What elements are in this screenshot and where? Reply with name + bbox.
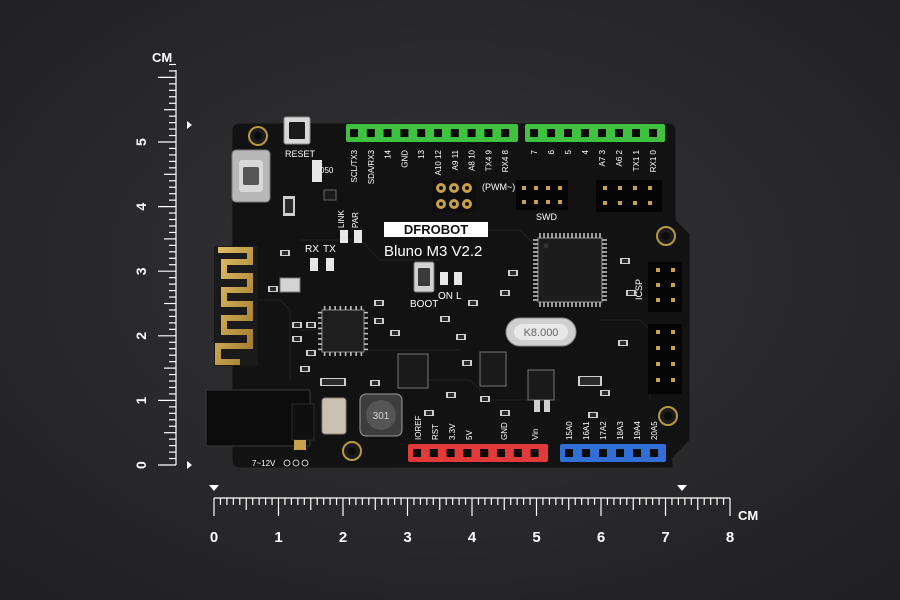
uart-jumper-header — [596, 180, 662, 212]
tx-label: TX — [323, 244, 336, 255]
swd-header — [516, 180, 568, 210]
analog-header — [560, 444, 666, 462]
vertical-ruler-unit: CM — [152, 50, 172, 65]
pin-label: 19A4 — [633, 421, 642, 440]
pin-label: SDA/RX3 — [367, 149, 376, 184]
digital-pin-labels-left: SCL/TX3 SDA/RX3 14 GND 13 A10 12 A9 11 A8 10 TX4… — [350, 149, 510, 184]
pin-label: TX1 1 — [632, 149, 641, 171]
smd-components — [268, 250, 636, 418]
horizontal-tick-label: 5 — [532, 529, 540, 546]
mounting-holes — [248, 126, 678, 461]
rx-label: RX — [305, 244, 319, 255]
pin-label: 14 — [384, 149, 393, 158]
inductor: 301 — [359, 393, 403, 437]
pwm-jumper-pads — [432, 180, 476, 212]
horizontal-tick-label: 7 — [661, 529, 669, 546]
vertical-tick-label: 0 — [133, 461, 149, 469]
horizontal-ruler-unit: CM — [738, 508, 758, 523]
lower-right-header — [648, 324, 682, 394]
pin-label: A8 10 — [468, 149, 477, 170]
pin-label: GND — [500, 422, 509, 440]
pin-label: 13 — [417, 149, 426, 158]
par-label: PAR — [351, 212, 360, 228]
pin-label: 6 — [547, 149, 556, 154]
horizontal-tick-label: 6 — [597, 529, 605, 546]
horizontal-tick-label: 0 — [210, 529, 218, 546]
pcb — [231, 122, 691, 469]
dc-power-jack[interactable] — [205, 389, 315, 450]
pin-label: 20A5 — [650, 421, 659, 440]
pin-label: 4 — [581, 149, 590, 154]
boot-button[interactable] — [413, 261, 435, 293]
pin-label: SCL/TX3 — [350, 149, 359, 182]
digital-pin-labels-right: 7 6 5 4 A7 3 A6 2 TX1 1 RX1 0 — [530, 149, 658, 172]
pin-label: 5V — [465, 430, 474, 440]
digital-header-left — [346, 124, 518, 142]
pin-label: A6 2 — [615, 149, 624, 166]
pin-label: IOREF — [414, 415, 423, 440]
power-input-label: 7~12V — [252, 459, 276, 468]
icsp-header — [648, 262, 682, 312]
inductor-label: 301 — [373, 411, 390, 422]
digital-header-right — [525, 124, 665, 142]
pin-label: 18A3 — [616, 421, 625, 440]
fuse-label: 050 — [320, 166, 334, 175]
bluetooth-chip — [318, 306, 368, 356]
horizontal-tick-label: 8 — [726, 529, 734, 546]
pwm-label: (PWM~) — [482, 182, 515, 192]
brand-logo-text: DFROBOT — [404, 222, 468, 237]
boot-label: BOOT — [410, 299, 438, 310]
vertical-tick-label: 5 — [133, 138, 149, 146]
pin-label: A9 11 — [451, 149, 460, 170]
pin-label: A7 3 — [598, 149, 607, 166]
power-pin-labels: IOREF RST 3.3V 5V GND Vin — [414, 415, 540, 440]
pin-label: RST — [431, 424, 440, 440]
on-label: ON — [438, 291, 453, 302]
pin-label: 17A2 — [599, 421, 608, 440]
pin-label: 15A0 — [565, 421, 574, 440]
vertical-ruler: CM 0 1 2 3 4 5 — [133, 50, 192, 469]
dfrobot-logo: DFROBOT — [384, 222, 488, 237]
micro-usb-port[interactable] — [231, 149, 271, 203]
pin-label: 7 — [530, 149, 539, 154]
horizontal-ruler: CM 0 1 2 3 4 5 6 7 8 — [209, 485, 758, 546]
reset-label: RESET — [285, 149, 316, 159]
pin-label: 5 — [564, 149, 573, 154]
crystal-label: K8.000 — [524, 327, 559, 339]
reset-button[interactable] — [283, 116, 311, 145]
main-microcontroller — [533, 233, 607, 307]
mcu-crystal: K8.000 — [505, 317, 577, 347]
pin-label: TX4 9 — [484, 149, 493, 171]
bluetooth-antenna — [214, 246, 258, 366]
horizontal-tick-label: 1 — [274, 529, 282, 546]
icsp-label: ICSP — [634, 279, 644, 300]
vertical-tick-label: 4 — [133, 203, 149, 211]
pin-label: A10 12 — [434, 149, 443, 175]
l-label: L — [456, 291, 462, 302]
horizontal-tick-label: 4 — [468, 529, 477, 546]
vertical-tick-label: 2 — [133, 332, 149, 340]
polarity-icon — [283, 459, 309, 467]
horizontal-tick-label: 3 — [403, 529, 411, 546]
pin-label: 16A1 — [582, 421, 591, 440]
pin-label: 3.3V — [448, 423, 457, 440]
vertical-tick-label: 1 — [133, 396, 149, 404]
pin-label: Vin — [531, 429, 540, 440]
pin-label: RX4 8 — [501, 149, 510, 172]
analog-pin-labels: 15A0 16A1 17A2 18A3 19A4 20A5 — [565, 421, 659, 440]
link-label: LINK — [337, 210, 346, 228]
board-model-text: Bluno M3 V2.2 — [384, 243, 482, 260]
power-header — [408, 444, 548, 462]
pin-label: GND — [400, 150, 409, 168]
pin-label: RX1 0 — [649, 149, 658, 172]
swd-label: SWD — [536, 212, 557, 222]
horizontal-tick-label: 2 — [339, 529, 347, 546]
vertical-tick-label: 3 — [133, 267, 149, 275]
